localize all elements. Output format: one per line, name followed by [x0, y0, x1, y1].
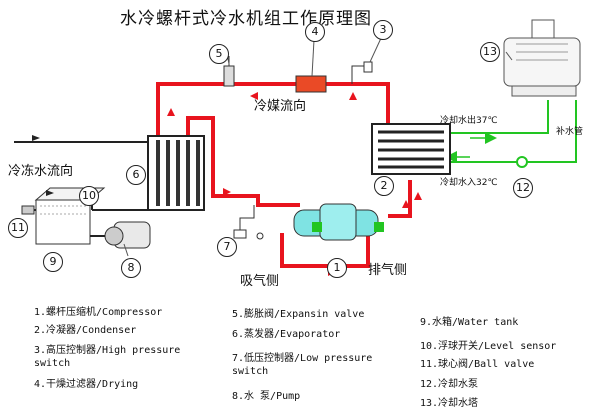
makeup-water-label: 补水管	[556, 127, 584, 137]
cooling-water-in-label: 冷却水入32℃	[440, 178, 498, 188]
low-pressure-switch	[233, 205, 264, 240]
legend-item: 9.水箱/Water tank	[420, 317, 519, 328]
legend-item: 5.膨胀阀/Expansin valve	[232, 309, 365, 320]
refrigerant-piping	[156, 82, 412, 268]
suction-side-label: 吸气侧	[240, 274, 280, 289]
cooling-water-pump	[516, 156, 528, 168]
callout-9: 9	[43, 252, 63, 272]
water-pump	[90, 221, 151, 249]
component-legend: 1.螺杆压缩机/Compressor 2.冷凝器/Condenser 3.高压控…	[0, 298, 600, 416]
high-pressure-switch	[351, 61, 373, 84]
legend-item: 12.冷却水泵	[420, 379, 479, 390]
evaporator	[147, 135, 205, 211]
callout-11: 11	[8, 218, 28, 238]
legend-item: 10.浮球开关/Level sensor	[420, 341, 557, 352]
callout-3: 3	[373, 20, 393, 40]
legend-item: 13.冷却水塔	[420, 398, 479, 409]
legend-item: 1.螺杆压缩机/Compressor	[34, 307, 163, 318]
callout-12: 12	[513, 178, 533, 198]
refrigerant-flow-label: 冷媒流向	[254, 99, 307, 114]
legend-item: 4.干燥过滤器/Drying	[34, 379, 139, 390]
callout-13: 13	[480, 42, 500, 62]
legend-item: 11.球心阀/Ball valve	[420, 359, 535, 370]
schematic	[14, 19, 581, 276]
callout-2: 2	[374, 176, 394, 196]
cooling-water-out-label: 冷却水出37℃	[440, 116, 498, 126]
expansion-valve	[223, 56, 235, 87]
callout-4: 4	[305, 22, 325, 42]
drying-filter	[295, 75, 327, 93]
chilled-water-flow-label: 冷冻水流向	[8, 164, 74, 179]
callout-6: 6	[126, 165, 146, 185]
screw-compressor	[293, 203, 384, 241]
callout-8: 8	[121, 258, 141, 278]
condenser	[371, 123, 451, 175]
callout-1: 1	[327, 258, 347, 278]
callout-10: 10	[79, 186, 99, 206]
ball-valve	[21, 205, 35, 215]
legend-item: 8.水 泵/Pump	[232, 391, 301, 402]
callout-7: 7	[217, 237, 237, 257]
cooling-water-piping	[445, 100, 577, 163]
cooling-tower	[503, 19, 581, 97]
legend-item: 2.冷凝器/Condenser	[34, 325, 137, 336]
callout-5: 5	[209, 44, 229, 64]
legend-item: 6.蒸发器/Evaporator	[232, 329, 341, 340]
chilled-water-arrows	[32, 135, 54, 196]
discharge-side-label: 排气侧	[368, 263, 408, 278]
